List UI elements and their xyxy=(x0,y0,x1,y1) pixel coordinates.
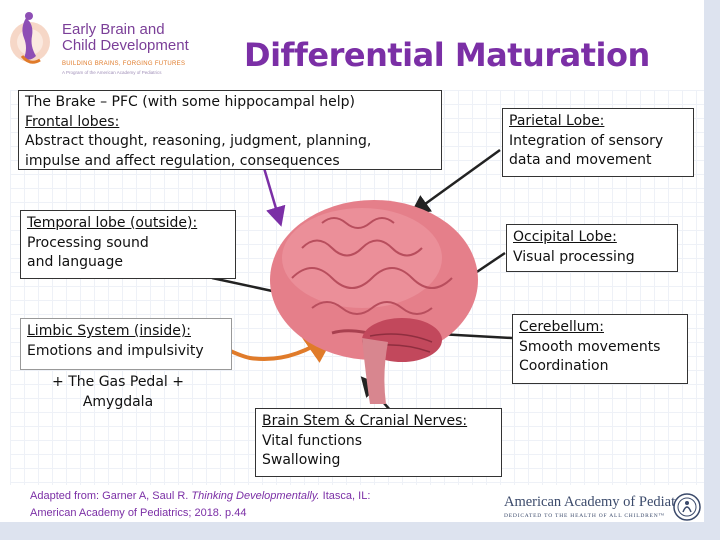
limbic-label-line4: Amygdala xyxy=(82,393,154,410)
temporal-lobe-box: Temporal lobe (outside): Processing soun… xyxy=(20,210,236,279)
parietal-label-line2: Integration of sensory xyxy=(509,132,664,149)
cerebellum-label-line2: Smooth movements xyxy=(519,338,661,355)
brainstem-label-line3: Swallowing xyxy=(262,452,341,468)
gas-pedal-label: + The Gas Pedal + Amygdala xyxy=(20,373,216,412)
limbic-system-box: Limbic System (inside): Emotions and imp… xyxy=(20,318,232,370)
parietal-label-line1: Parietal Lobe: xyxy=(509,113,605,129)
page-title: Differential Maturation xyxy=(244,36,650,74)
logo-title-line1: Early Brain and xyxy=(62,21,165,38)
limbic-label-line3: + The Gas Pedal + xyxy=(52,374,184,390)
credit-prefix: Adapted from: Garner A, Saul R. xyxy=(30,490,192,502)
aap-seal-icon xyxy=(673,493,701,521)
ebcd-figure-icon xyxy=(10,12,50,64)
logo-subline: A Program of the American Academy of Ped… xyxy=(62,70,162,75)
credit-line2: American Academy of Pediatrics; 2018. p.… xyxy=(30,507,247,519)
occipital-lobe-box: Occipital Lobe: Visual processing xyxy=(506,224,678,272)
aap-tagline: DEDICATED TO THE HEALTH OF ALL CHILDREN™ xyxy=(504,513,665,519)
brainstem-label-line2: Vital functions xyxy=(262,432,363,449)
frontal-lobe-box: The Brake – PFC (with some hippocampal h… xyxy=(18,90,442,170)
cerebellum-label-line1: Cerebellum: xyxy=(519,319,604,335)
cerebellum-box: Cerebellum: Smooth movements Coordinatio… xyxy=(512,314,688,384)
logo-title-line2: Child Development xyxy=(62,37,189,54)
parietal-lobe-box: Parietal Lobe: Integration of sensory da… xyxy=(502,108,694,177)
limbic-label-line1: Limbic System (inside): xyxy=(27,323,191,339)
arrow-limbic xyxy=(219,331,337,363)
frontal-label-line4: impulse and affect regulation, consequen… xyxy=(25,152,340,169)
logo-title: Early Brain and Child Development xyxy=(62,22,189,54)
source-credit: Adapted from: Garner A, Saul R. Thinking… xyxy=(30,488,370,522)
brainstem-label-line1: Brain Stem & Cranial Nerves: xyxy=(262,413,468,429)
credit-suffix: Itasca, IL: xyxy=(319,490,371,502)
aap-logo: American Academy of Pediatrics DEDICATED… xyxy=(504,490,706,524)
temporal-label-line2: Processing sound xyxy=(27,234,149,251)
brain-illustration xyxy=(262,188,498,416)
aap-name: American Academy of Pediatrics xyxy=(504,494,697,510)
credit-book-title: Thinking Developmentally. xyxy=(191,490,320,502)
occipital-label-line2: Visual processing xyxy=(513,248,635,265)
frontal-label-line1: The Brake – PFC (with some hippocampal h… xyxy=(25,94,355,110)
frontal-label-line3: Abstract thought, reasoning, judgment, p… xyxy=(25,133,372,149)
temporal-label-line3: and language xyxy=(27,254,123,270)
arrow-frontal xyxy=(262,167,286,227)
limbic-label-line2: Emotions and impulsivity xyxy=(27,342,204,359)
bottom-border-strip xyxy=(0,522,720,540)
logo-tagline: BUILDING BRAINS, FORGING FUTURES xyxy=(62,61,186,67)
ebcd-logo: Early Brain and Child Development BUILDI… xyxy=(6,6,206,78)
temporal-label-line1: Temporal lobe (outside): xyxy=(27,215,198,231)
frontal-label-line2: Frontal lobes: xyxy=(25,113,120,130)
cerebellum-label-line3: Coordination xyxy=(519,358,609,374)
brain-stem-box: Brain Stem & Cranial Nerves: Vital funct… xyxy=(255,408,502,477)
occipital-label-line1: Occipital Lobe: xyxy=(513,229,617,245)
arrow-parietal xyxy=(409,148,501,215)
right-border-strip xyxy=(704,0,720,540)
brain-stem xyxy=(362,338,388,404)
parietal-label-line3: data and movement xyxy=(509,152,652,168)
